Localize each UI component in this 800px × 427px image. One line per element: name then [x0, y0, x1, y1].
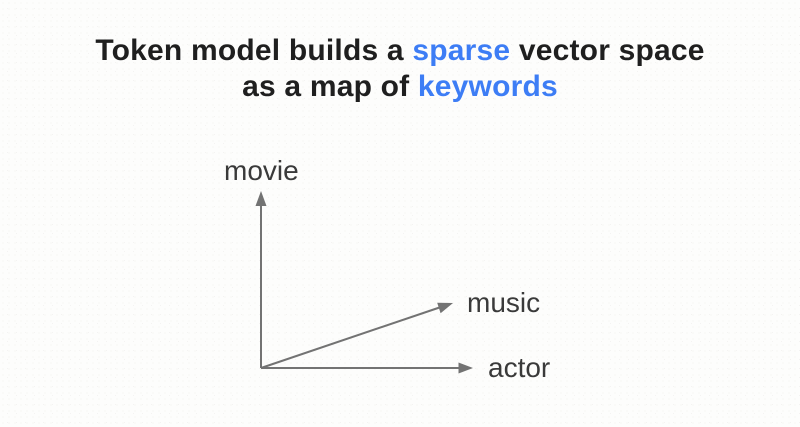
title-highlight-sparse: sparse — [412, 34, 511, 67]
x-axis-label-actor: actor — [488, 352, 551, 383]
music-vector-arrow — [260, 302, 453, 369]
diagonal-vector-label-music: music — [467, 287, 541, 318]
title-text-part: Token model builds a — [95, 34, 413, 67]
y-axis-arrow — [255, 191, 267, 368]
y-axis-label-movie: movie — [224, 155, 299, 186]
title-text-part: vector space — [510, 34, 705, 67]
x-axis-arrow — [261, 362, 473, 374]
title-highlight-keywords: keywords — [417, 70, 558, 103]
title-line-2: as a map of keywords — [0, 69, 800, 105]
title-line-1: Token model builds a sparse vector space — [0, 33, 800, 69]
slide-title: Token model builds a sparse vector space… — [0, 33, 800, 105]
title-text-part: as a map of — [242, 70, 418, 103]
